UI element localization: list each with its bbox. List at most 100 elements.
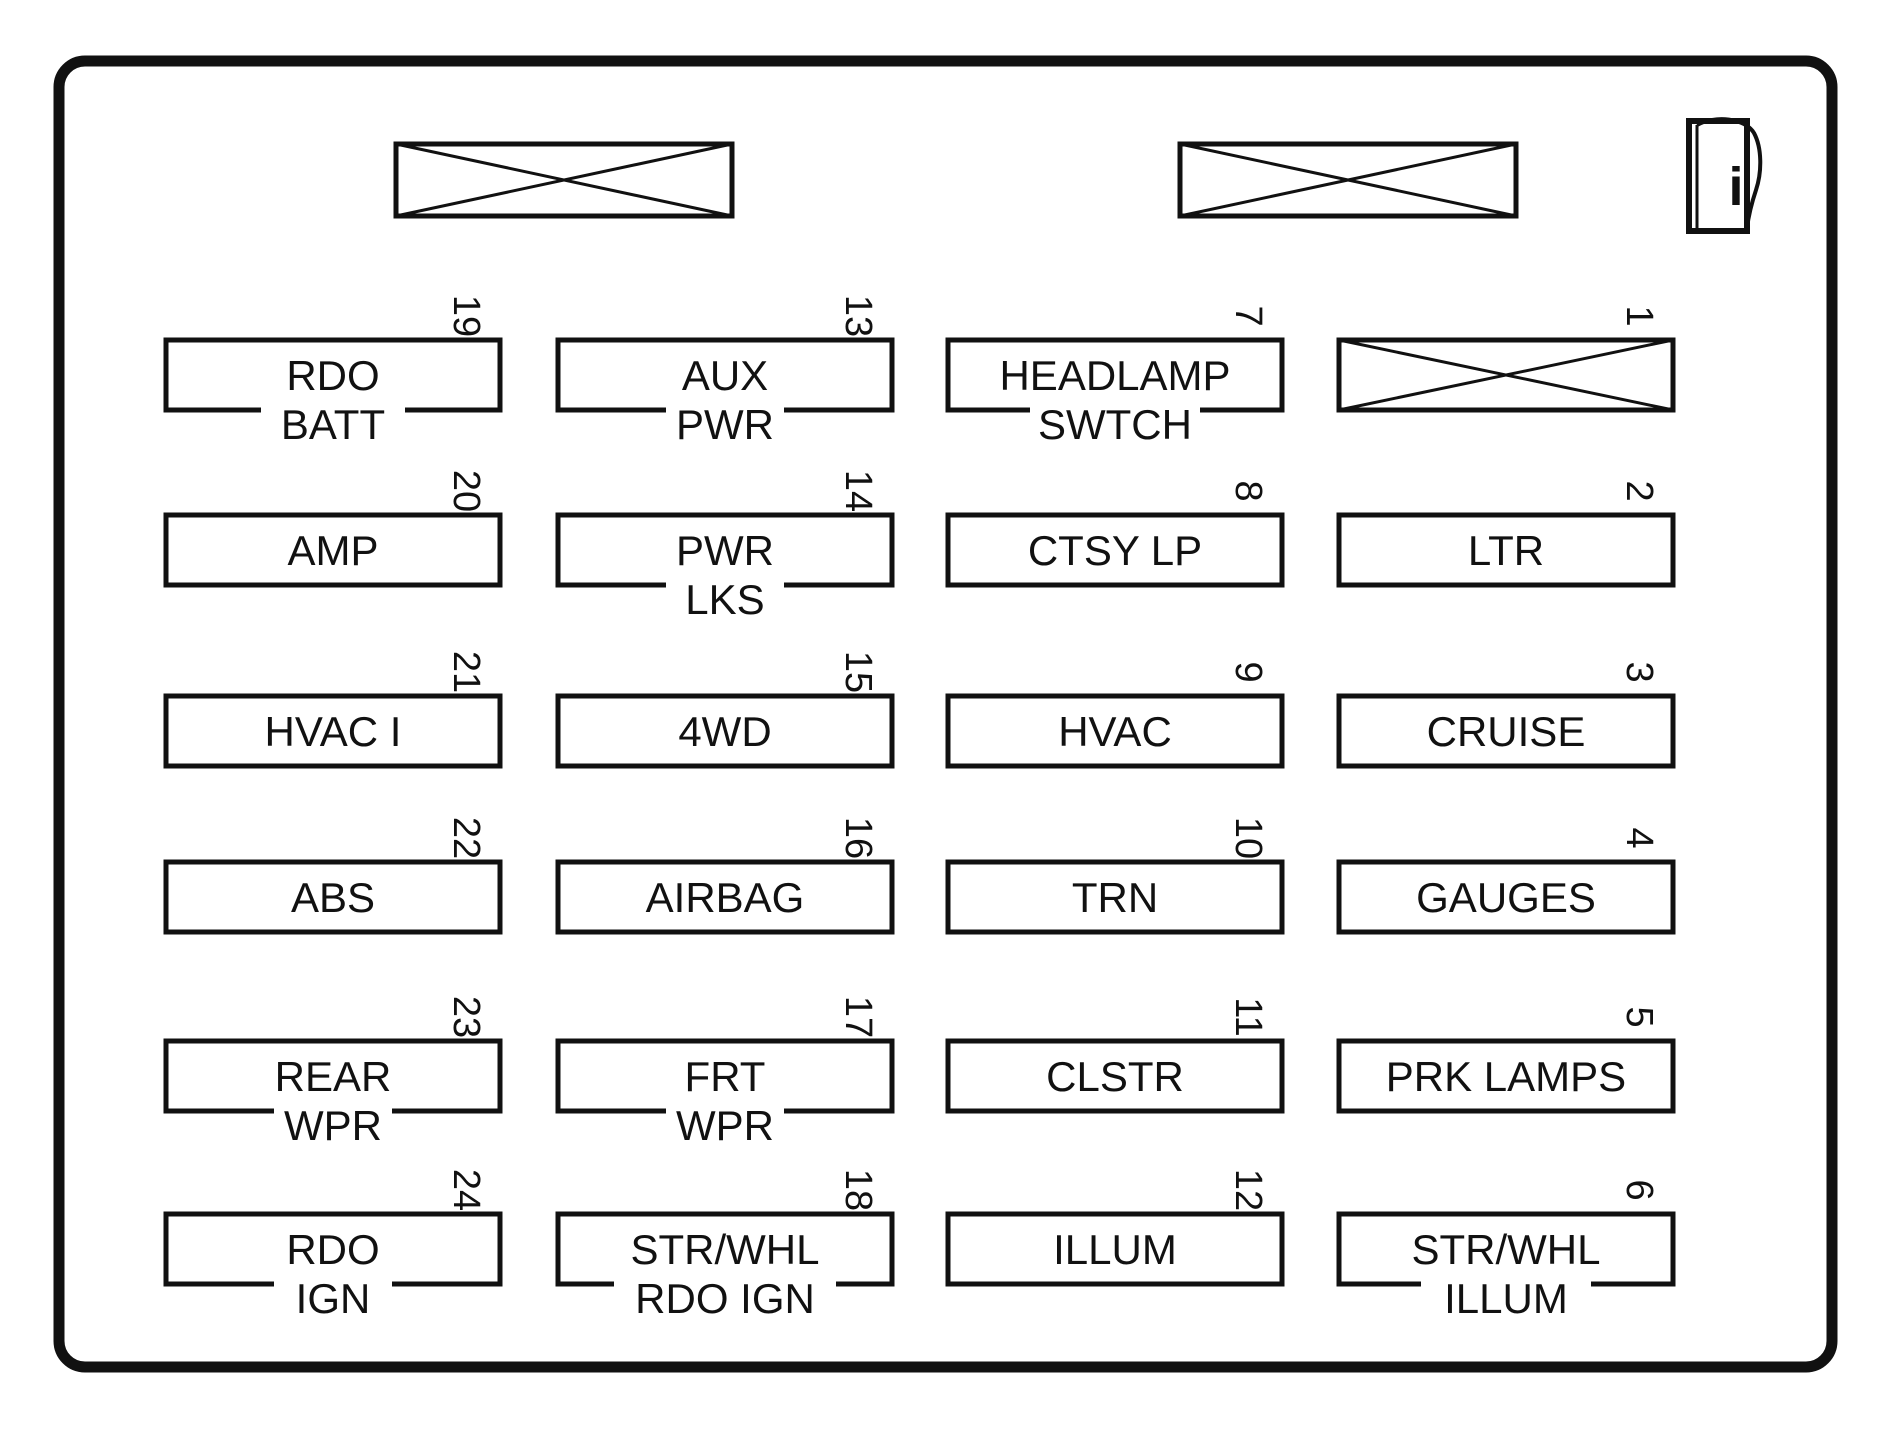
fuse-20: AMP 20 — [163, 470, 503, 588]
fuse-label-line: ABS — [291, 874, 375, 921]
fuse-label-line: SWTCH — [1038, 401, 1192, 448]
fuse-box — [163, 337, 503, 413]
fuse-box — [1336, 337, 1676, 413]
fuse-box — [945, 859, 1285, 935]
fuse-label-line: STR/WHL — [631, 1226, 820, 1273]
fuse-number: 6 — [1618, 1179, 1660, 1200]
empty-slot-cross — [1338, 338, 1674, 412]
fuse-number: 3 — [1618, 661, 1660, 682]
fuse-number: 13 — [837, 295, 879, 337]
fuse-label-line: RDO IGN — [635, 1275, 815, 1322]
fuse-label-line: LTR — [1468, 527, 1544, 574]
fuse-label-line: STR/WHL — [1412, 1226, 1601, 1273]
fuse-box — [555, 512, 895, 588]
fuse-number: 12 — [1227, 1169, 1269, 1211]
fuse-number: 10 — [1227, 817, 1269, 859]
top-right-blank-slot — [1177, 141, 1519, 219]
fuse-box — [1336, 1211, 1676, 1287]
top-left-blank-slot — [393, 141, 735, 219]
fuse-number: 18 — [837, 1169, 879, 1211]
fuse-2: LTR 2 — [1336, 480, 1676, 588]
fuse-label-line: LKS — [685, 576, 764, 623]
fuse-box — [163, 693, 503, 769]
fuse-21: HVAC I21 — [163, 651, 503, 769]
fuse-label-line: IGN — [296, 1275, 371, 1322]
fuse-number: 22 — [445, 817, 487, 859]
fuse-number: 21 — [445, 651, 487, 693]
fuse-label-line: HVAC — [1058, 708, 1172, 755]
panel-outline — [53, 55, 1838, 1373]
fuse-label-line: ILLUM — [1444, 1275, 1568, 1322]
fuse-number: 23 — [445, 996, 487, 1038]
fuse-label-line: HEADLAMP — [999, 352, 1230, 399]
fuse-box — [945, 512, 1285, 588]
fuse-label-line: REAR — [275, 1053, 392, 1100]
fuse-number: 1 — [1618, 305, 1660, 326]
fuse-number: 19 — [445, 295, 487, 337]
fuse-16: AIRBAG 16 — [555, 817, 895, 935]
fuse-box — [555, 337, 895, 413]
fuse-label-line: 4WD — [678, 708, 771, 755]
fuse-box — [945, 693, 1285, 769]
fuse-box — [555, 1038, 895, 1114]
fuse-box — [945, 337, 1285, 413]
fuse-box — [555, 859, 895, 935]
manual-info-icon: i — [1686, 117, 1763, 234]
fuse-label-line: WPR — [284, 1102, 382, 1149]
fuse-box — [1336, 1038, 1676, 1114]
fuse-number: 15 — [837, 651, 879, 693]
fuse-box — [1336, 512, 1676, 588]
fuse-label-line: PWR — [676, 527, 774, 574]
fuse-number: 4 — [1618, 827, 1660, 848]
fuse-label-line: GAUGES — [1416, 874, 1596, 921]
fuse-box — [1336, 693, 1676, 769]
fuse-label-line: AUX — [682, 352, 768, 399]
fuse-label-line: CTSY LP — [1028, 527, 1202, 574]
fuse-label-line: BATT — [281, 401, 385, 448]
fuse-box — [555, 693, 895, 769]
fuse-box — [945, 1211, 1285, 1287]
fuse-label-line: RDO — [286, 352, 379, 399]
fuse-number: 20 — [445, 470, 487, 512]
fuse-box — [163, 1038, 503, 1114]
fuse-4: GAUGES 4 — [1336, 827, 1676, 935]
fuse-12: ILLUM 12 — [945, 1169, 1285, 1287]
fuse-label-line: AMP — [287, 527, 378, 574]
fuse-number: 11 — [1227, 997, 1269, 1036]
fuse-22: ABS 22 — [163, 817, 503, 935]
fuse-number: 17 — [837, 996, 879, 1038]
fuse-number: 16 — [837, 817, 879, 859]
fuse-label-line: FRT — [685, 1053, 766, 1100]
fuse-label-line: WPR — [676, 1102, 774, 1149]
fuse-box — [163, 859, 503, 935]
fuse-box — [1336, 859, 1676, 935]
fuse-number: 8 — [1227, 480, 1269, 501]
fuse-label-line: TRN — [1072, 874, 1158, 921]
fuse-number: 9 — [1227, 661, 1269, 682]
fuse-box — [163, 512, 503, 588]
fuse-9: HVAC 9 — [945, 661, 1285, 769]
fuse-label-line: PWR — [676, 401, 774, 448]
fuse-10: TRN 10 — [945, 817, 1285, 935]
fuse-box — [163, 1211, 503, 1287]
fuse-label-line: AIRBAG — [646, 874, 805, 921]
fuse-number: 2 — [1618, 480, 1660, 501]
fuse-label-line: ILLUM — [1053, 1226, 1177, 1273]
fuse-box — [945, 1038, 1285, 1114]
fuse-label-line: RDO — [286, 1226, 379, 1273]
fuse-number: 24 — [445, 1169, 487, 1211]
fuse-number: 5 — [1618, 1006, 1660, 1027]
